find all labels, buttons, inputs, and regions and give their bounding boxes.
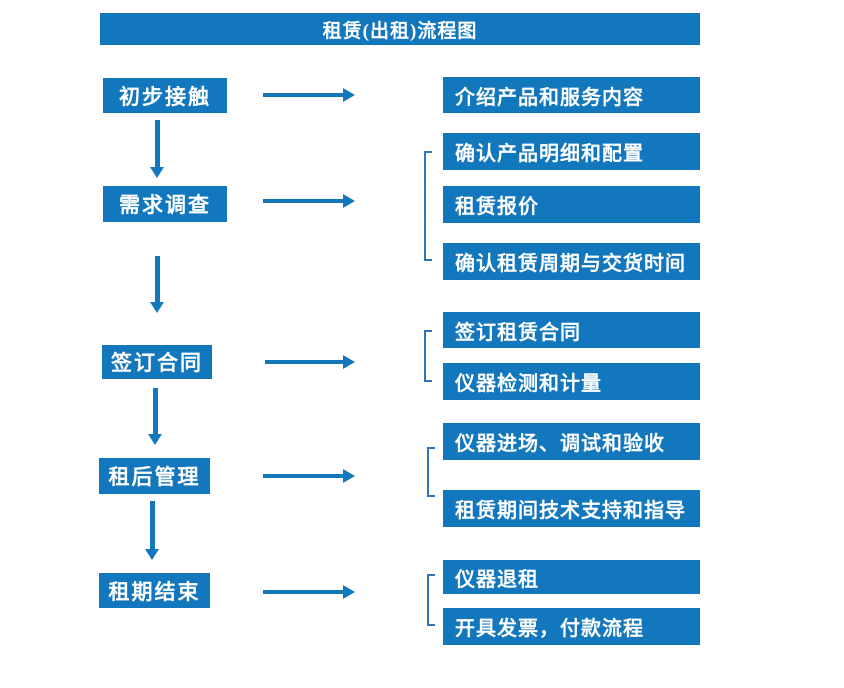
arrow-shaft: [149, 501, 155, 549]
arrow-shaft: [263, 590, 343, 594]
arrow-head: [343, 194, 355, 208]
detail-box-4-1: 仪器进场、调试和验收: [443, 423, 700, 460]
arrow-head: [343, 585, 355, 599]
detail-box-5-1: 仪器退租: [443, 560, 700, 594]
detail-box-3-1: 签订租赁合同: [443, 312, 700, 348]
step-box-contract-signing: 签订合同: [102, 345, 212, 379]
arrow-shaft: [263, 93, 343, 97]
bracket-group-5: [427, 574, 435, 626]
arrow-down-2-icon: [150, 256, 164, 313]
arrow-shaft: [263, 199, 343, 203]
arrow-right-2-icon: [263, 194, 355, 208]
arrow-head: [145, 549, 159, 560]
bracket-group-4: [427, 447, 435, 497]
detail-box-3-2: 仪器检测和计量: [443, 363, 700, 400]
detail-box-2-3: 确认租赁周期与交货时间: [443, 243, 700, 280]
arrow-head: [343, 88, 355, 102]
arrow-down-4-icon: [145, 501, 159, 560]
arrow-right-4-icon: [263, 469, 355, 483]
step-box-post-rental-management: 租后管理: [99, 458, 210, 494]
detail-box-4-2: 租赁期间技术支持和指导: [443, 490, 700, 527]
arrow-head: [343, 469, 355, 483]
arrow-shaft: [154, 120, 160, 167]
arrow-right-3-icon: [265, 355, 355, 369]
detail-box-5-2: 开具发票，付款流程: [443, 608, 700, 645]
step-box-demand-survey: 需求调查: [103, 186, 227, 222]
arrow-shaft: [152, 388, 158, 434]
arrow-head: [150, 167, 164, 178]
bracket-group-2: [424, 151, 432, 261]
arrow-head: [150, 302, 164, 313]
detail-box-1-1: 介绍产品和服务内容: [443, 77, 700, 113]
arrow-down-3-icon: [148, 388, 162, 445]
arrow-right-1-icon: [263, 88, 355, 102]
detail-box-2-2: 租赁报价: [443, 186, 700, 223]
bracket-group-3: [424, 330, 432, 382]
arrow-down-1-icon: [150, 120, 164, 178]
flowchart-title: 租赁(出租)流程图: [100, 13, 700, 45]
arrow-head: [148, 434, 162, 445]
detail-box-2-1: 确认产品明细和配置: [443, 133, 700, 170]
arrow-right-5-icon: [263, 585, 355, 599]
arrow-shaft: [265, 360, 343, 364]
arrow-shaft: [154, 256, 160, 302]
arrow-shaft: [263, 474, 343, 478]
step-box-initial-contact: 初步接触: [103, 78, 227, 113]
step-box-lease-end: 租期结束: [99, 573, 210, 608]
arrow-head: [343, 355, 355, 369]
